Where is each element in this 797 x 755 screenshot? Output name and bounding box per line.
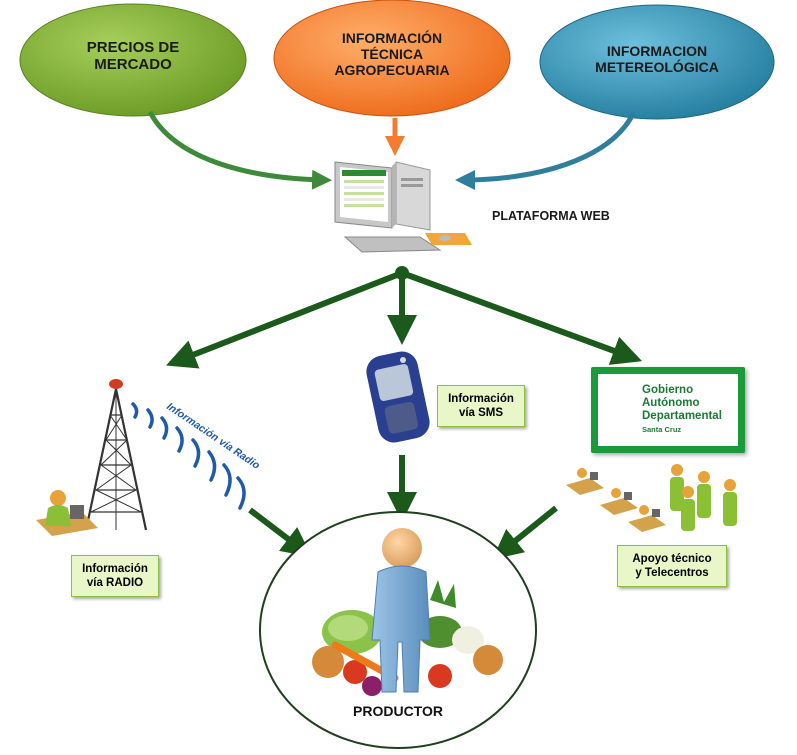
producer-person-icon [371, 528, 431, 693]
radio-tower-icon [84, 379, 148, 531]
support-info-line1: Apoyo técnico [632, 552, 712, 565]
support-info-line2: y Telecentros [635, 567, 709, 579]
arrow-hub-to-government [400, 270, 643, 365]
radio-operator-icon [36, 490, 98, 536]
sms-info-box: Información vía SMS [437, 385, 525, 427]
phone-icon [366, 351, 430, 443]
oval-tecnica-line1: INFORMACIÓN [341, 30, 443, 46]
oval-tecnica-label: INFORMACIÓN TÉCNICA AGROPECUARIA [302, 30, 482, 78]
oval-informacion-tecnica [273, 0, 511, 117]
sms-info-line1: Información [448, 392, 514, 405]
oval-precios-line2: MERCADO [94, 56, 172, 74]
radio-waves-icon [131, 402, 246, 510]
platform-label: PLATAFORMA WEB [492, 209, 610, 223]
oval-meteorologica [539, 4, 775, 120]
oval-meteorologica-label: INFORMACION METEREOLÓGICA [567, 43, 747, 75]
oval-precios-label: PRECIOS DE MERCADO [53, 39, 213, 74]
arrow-meteorologica-to-platform [455, 110, 637, 190]
government-card: Gobierno Autónomo Departamental Santa Cr… [591, 367, 745, 453]
producer-label: PRODUCTOR [353, 703, 443, 719]
radio-info-box: Información vía RADIO [71, 555, 159, 597]
oval-tecnica-line3: AGROPECUARIA [334, 62, 450, 79]
government-line2: Autónomo [642, 397, 700, 409]
oval-meteorologica-line1: INFORMACION [606, 43, 708, 59]
support-info-box: Apoyo técnico y Telecentros [617, 545, 727, 587]
government-line4: Santa Cruz [642, 425, 682, 434]
government-card-inner: Gobierno Autónomo Departamental Santa Cr… [597, 373, 739, 447]
arrow-hub-to-radio [166, 270, 404, 369]
oval-precios [19, 3, 247, 117]
arrow-precios-to-platform [147, 110, 332, 190]
radio-info-line1: Información [82, 562, 148, 575]
arrow-radio-to-producer [248, 507, 312, 558]
arrow-support-to-producer [492, 505, 558, 560]
radio-info-line2: vía RADIO [86, 577, 144, 589]
sms-info-line2: vía SMS [458, 407, 504, 419]
oval-meteorologica-line2: METEREOLÓGICA [595, 59, 719, 76]
government-line1: Gobierno [642, 384, 694, 396]
telecentros-icon [566, 468, 666, 532]
oval-tecnica-line2: TÉCNICA [360, 46, 424, 63]
support-people-icon [670, 464, 737, 531]
oval-precios-line1: PRECIOS DE [86, 39, 180, 56]
computer-icon [334, 161, 472, 253]
government-line3: Departamental [642, 410, 722, 422]
